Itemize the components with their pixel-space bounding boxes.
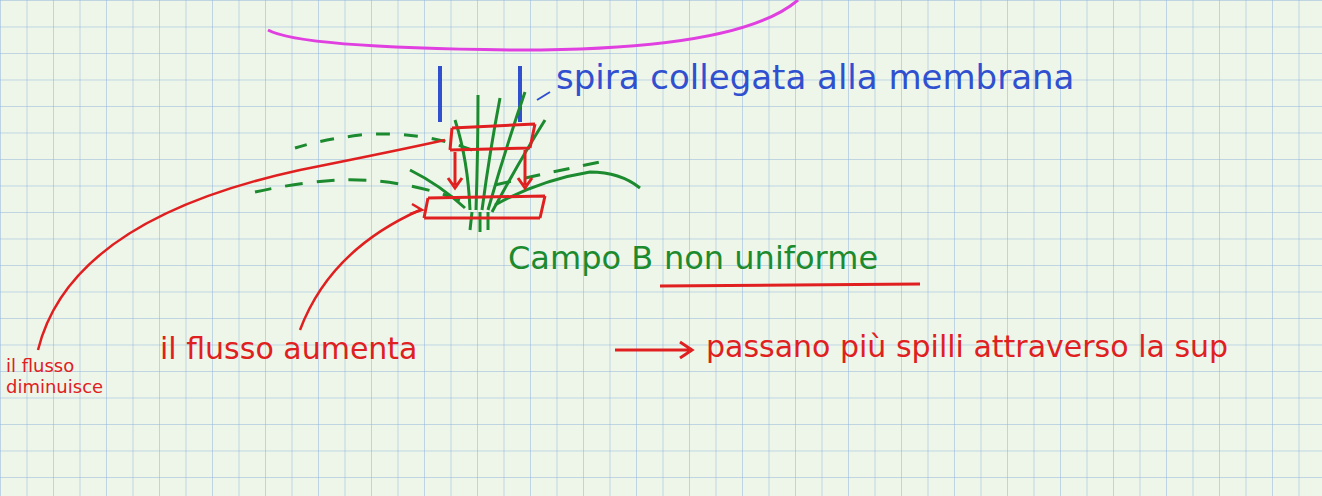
membrane — [268, 0, 798, 50]
field-lines — [255, 92, 640, 232]
flux-note: passano più spilli attraverso la sup — [706, 330, 1228, 365]
coil-note: spira collegata alla membrana — [556, 58, 1074, 97]
coil-support — [440, 66, 520, 122]
field-label: Campo B — [508, 240, 653, 277]
flux-note: il flusso aumenta — [160, 332, 418, 367]
coil — [424, 124, 545, 218]
arrowhead — [410, 204, 422, 214]
field-label: non uniforme — [664, 240, 878, 277]
underline — [660, 284, 920, 286]
flux-note: il flusso diminuisce — [6, 356, 136, 397]
implies-arrow — [615, 342, 692, 358]
leader-line — [38, 140, 445, 350]
leader-line — [300, 210, 420, 330]
leader-line — [537, 92, 550, 100]
